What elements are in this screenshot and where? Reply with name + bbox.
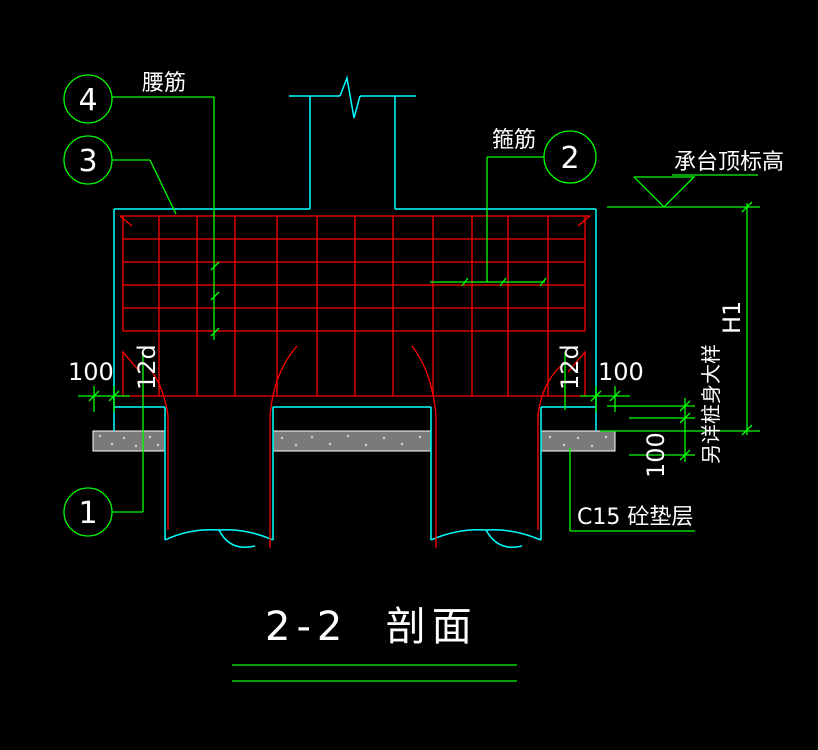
annotations	[63, 74, 760, 682]
section-title: 2-2 剖面	[265, 604, 478, 650]
bubble-4-number: 4	[78, 83, 97, 118]
label-cap-top-elevation: 承台顶标高	[674, 150, 784, 175]
dim-left-100: 100	[68, 358, 114, 386]
label-waist-bar: 腰筋	[142, 71, 186, 96]
text-labels: 4 3 2 1 腰筋 箍筋 承台顶标高 C15 砼垫层 100 100 12d …	[68, 71, 784, 650]
dim-h1: H1	[718, 301, 746, 334]
label-pile-embed: 另详桩身大样	[699, 344, 723, 464]
rebar-cage	[119, 215, 591, 548]
label-cushion: C15 砼垫层	[577, 505, 693, 530]
bubble-3-number: 3	[78, 144, 97, 179]
anchor-left-12d: 12d	[133, 344, 161, 390]
cap-outline	[113, 75, 597, 548]
bubble-1-number: 1	[78, 496, 97, 531]
bubble-2-number: 2	[560, 141, 579, 176]
cushion-layer	[92, 430, 616, 452]
label-stirrup: 箍筋	[492, 128, 536, 153]
dim-right-100: 100	[598, 358, 644, 386]
anchor-right-12d: 12d	[556, 344, 584, 390]
dim-bottom-100: 100	[642, 432, 670, 478]
